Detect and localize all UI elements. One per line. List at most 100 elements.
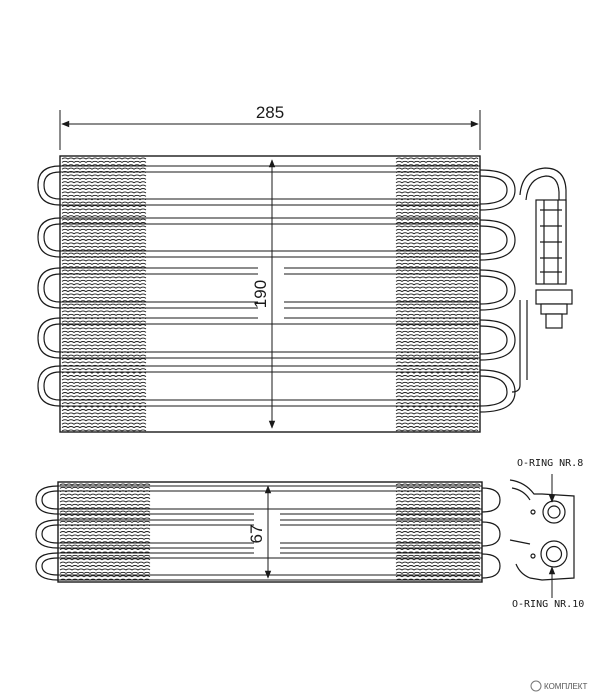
fin-line xyxy=(59,548,151,551)
fin-line xyxy=(395,426,479,429)
fin-line xyxy=(395,208,479,211)
fin-line xyxy=(395,392,479,395)
fin-line xyxy=(59,514,151,517)
fin-line xyxy=(395,177,479,180)
fin-line xyxy=(61,415,147,418)
fin-line xyxy=(59,500,151,503)
fin-line xyxy=(61,276,147,279)
side-left-fin-pattern xyxy=(59,483,151,581)
fin-line xyxy=(395,293,479,296)
fin-line xyxy=(395,283,479,286)
fin-line xyxy=(61,337,147,340)
fin-line xyxy=(61,385,147,388)
fin-line xyxy=(395,337,479,340)
fin-line xyxy=(395,184,479,187)
fin-line xyxy=(61,381,147,384)
fin-line xyxy=(59,531,151,534)
fin-line xyxy=(59,568,151,571)
fin-line xyxy=(395,320,479,323)
fin-line xyxy=(61,378,147,381)
fin-line xyxy=(395,558,481,561)
fin-line xyxy=(395,201,479,204)
fin-line xyxy=(61,239,147,242)
fin-line xyxy=(61,252,147,255)
fin-line xyxy=(61,215,147,218)
fin-line xyxy=(59,578,151,581)
fin-line xyxy=(395,310,479,313)
fin-line xyxy=(61,422,147,425)
fin-line xyxy=(61,208,147,211)
fin-line xyxy=(395,419,479,422)
fin-line xyxy=(61,201,147,204)
fin-line xyxy=(61,344,147,347)
fin-line xyxy=(61,279,147,282)
fin-line xyxy=(395,276,479,279)
fin-line xyxy=(395,483,481,486)
fin-line xyxy=(395,296,479,299)
depth-dimension: 67 xyxy=(247,485,280,579)
fin-line xyxy=(61,341,147,344)
fin-line xyxy=(61,160,147,163)
fin-line xyxy=(395,259,479,262)
fin-line xyxy=(61,313,147,316)
fin-line xyxy=(395,358,479,361)
fin-line xyxy=(59,565,151,568)
fin-line xyxy=(61,388,147,391)
fin-line xyxy=(395,497,481,500)
fin-line xyxy=(395,286,479,289)
fin-line xyxy=(395,290,479,293)
fin-line xyxy=(61,157,147,160)
fin-line xyxy=(61,194,147,197)
side-right-bends xyxy=(481,487,501,579)
fin-line xyxy=(61,392,147,395)
fin-line xyxy=(395,157,479,160)
fin-line xyxy=(395,534,481,537)
fin-line xyxy=(61,368,147,371)
fin-line xyxy=(395,239,479,242)
fin-line xyxy=(59,558,151,561)
width-dimension: 285 xyxy=(59,103,481,150)
fin-line xyxy=(61,426,147,429)
fin-line xyxy=(61,290,147,293)
fin-line xyxy=(395,517,481,520)
fin-line xyxy=(61,242,147,245)
fin-line xyxy=(395,402,479,405)
fin-line xyxy=(395,330,479,333)
fin-line xyxy=(61,324,147,327)
fin-line xyxy=(61,402,147,405)
fin-line xyxy=(61,188,147,191)
fin-line xyxy=(59,575,151,578)
fin-line xyxy=(395,388,479,391)
fin-line xyxy=(395,548,481,551)
fin-line xyxy=(395,422,479,425)
fin-line xyxy=(395,510,481,513)
fin-line xyxy=(395,412,479,415)
watermark-text: КОМПЛЕКТ xyxy=(544,682,587,691)
fin-line xyxy=(395,174,479,177)
top-view: 285 190 xyxy=(37,103,573,433)
fin-line xyxy=(395,385,479,388)
fin-line xyxy=(61,184,147,187)
fin-line xyxy=(59,541,151,544)
watermark: КОМПЛЕКТ xyxy=(530,680,587,692)
fin-line xyxy=(61,269,147,272)
fin-line xyxy=(395,167,479,170)
fin-line xyxy=(61,245,147,248)
fin-line xyxy=(395,486,481,489)
fin-line xyxy=(395,232,479,235)
fin-line xyxy=(395,554,481,557)
fin-line xyxy=(61,310,147,313)
fin-line xyxy=(395,429,479,432)
fin-line xyxy=(61,191,147,194)
fin-line xyxy=(61,296,147,299)
core-outline xyxy=(59,155,481,433)
fin-line xyxy=(395,531,481,534)
fin-line xyxy=(395,368,479,371)
fin-line xyxy=(395,415,479,418)
connection-block xyxy=(509,479,575,581)
fin-line xyxy=(395,514,481,517)
height-dimension-value: 190 xyxy=(251,280,270,308)
fin-line xyxy=(61,225,147,228)
fin-line xyxy=(61,334,147,337)
fin-line xyxy=(395,327,479,330)
